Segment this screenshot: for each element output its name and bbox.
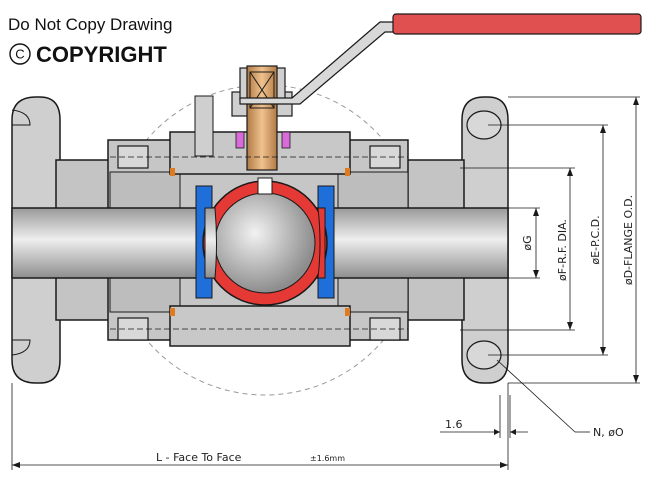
copyright-text: COPYRIGHT	[36, 42, 167, 67]
dimension-arrows	[12, 97, 639, 468]
copyright-symbol-letter: C	[15, 47, 24, 62]
dimension-lines	[11, 96, 640, 470]
copyright-symbol	[9, 43, 31, 65]
dim-d-label: øD-FLANGE O.D.	[622, 195, 635, 285]
do-not-copy-text: Do Not Copy Drawing	[8, 15, 172, 34]
dim-rf-label: 1.6	[445, 418, 463, 431]
dim-face-to-face-label: L - Face To Face	[156, 451, 242, 464]
ball	[202, 177, 328, 306]
dim-bolt-holes-label: N, øO	[593, 426, 624, 439]
bolts	[110, 145, 408, 341]
gaskets	[170, 168, 350, 316]
dim-f-label: øF-R.F. DIA.	[556, 219, 569, 281]
lever-handle	[239, 13, 642, 105]
dim-e-label: øE-P.C.D.	[589, 215, 602, 264]
dim-g-label: øG	[521, 235, 534, 250]
dim-tolerance-label: ±1.6mm	[310, 454, 345, 463]
lever-grip	[392, 13, 642, 35]
